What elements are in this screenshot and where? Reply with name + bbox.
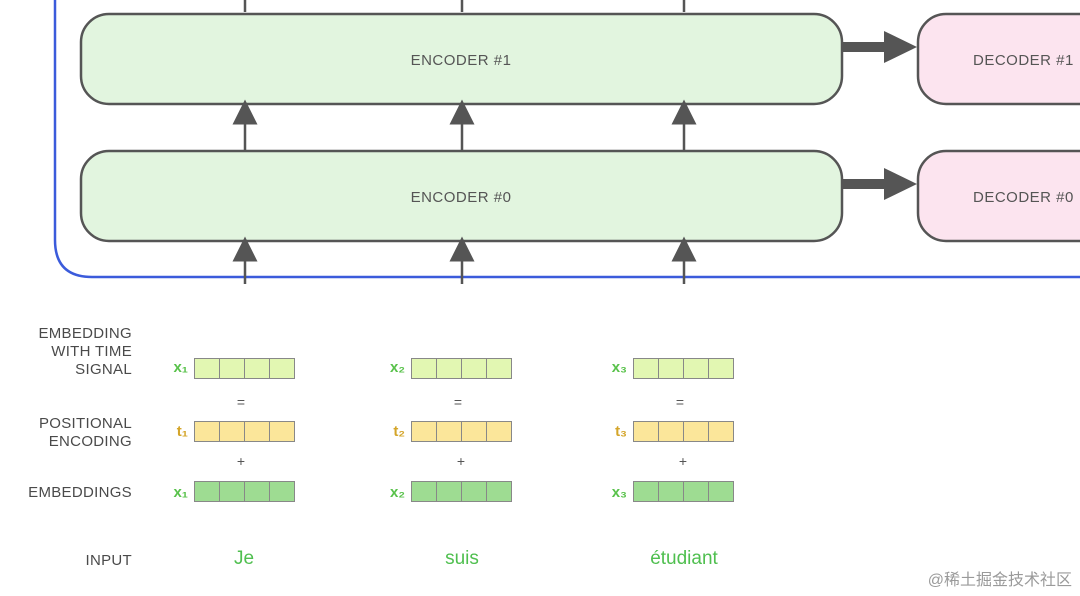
decoder-0-label: DECODER #0 [973, 189, 1074, 206]
t1-label: t₁ [176, 423, 188, 440]
positional-vector-2 [411, 421, 512, 442]
embedding-vector-2 [411, 481, 512, 502]
label-embedding-with-time-signal: EMBEDDING WITH TIME SIGNAL [38, 325, 132, 379]
equals-sign-1: = [236, 394, 246, 410]
decoder-0-box [916, 149, 1080, 243]
time-signal-vector-1 [194, 358, 295, 379]
x1-label: x₁ [173, 359, 188, 376]
equals-sign-2: = [453, 394, 463, 410]
embedding-vector-1 [194, 481, 295, 502]
time-signal-vector-2 [411, 358, 512, 379]
label-line: SIGNAL [75, 361, 132, 378]
x3-embedding-label: x₃ [611, 484, 627, 501]
encoder-1-label: ENCODER #1 [411, 52, 512, 69]
x2-embedding-label: x₂ [389, 484, 405, 501]
positional-vector-1 [194, 421, 295, 442]
decoder-1-label: DECODER #1 [973, 52, 1074, 69]
x2-label: x₂ [389, 359, 405, 376]
plus-sign-3: + [678, 453, 688, 469]
label-line: WITH TIME [51, 343, 132, 360]
label-embeddings: EMBEDDINGS [28, 484, 132, 501]
equals-sign-3: = [675, 394, 685, 410]
embedding-vector-3 [633, 481, 734, 502]
positional-vector-3 [633, 421, 734, 442]
x3-label: x₃ [611, 359, 627, 376]
watermark: @稀土掘金技术社区 [927, 572, 1072, 589]
plus-sign-2: + [456, 453, 466, 469]
input-word-2: suis [445, 548, 479, 569]
label-positional-encoding: POSITIONAL ENCODING [39, 415, 132, 451]
label-line: EMBEDDING [38, 325, 132, 342]
encoder-0-to-decoder-0-arrow [842, 168, 917, 200]
plus-sign-1: + [236, 453, 246, 469]
encoder-stack-frame [53, 0, 1080, 279]
encoder-1-to-decoder-1-arrow [842, 31, 917, 63]
label-line: ENCODING [48, 433, 132, 450]
label-input: INPUT [85, 552, 132, 569]
time-signal-vector-3 [633, 358, 734, 379]
t3-label: t₃ [615, 423, 627, 440]
label-line: POSITIONAL [38, 415, 132, 432]
input-word-1: Je [233, 548, 255, 569]
x1-embedding-label: x₁ [173, 484, 188, 501]
t2-label: t₂ [393, 423, 405, 440]
input-word-3: étudiant [650, 548, 718, 569]
encoder-0-label: ENCODER #0 [411, 189, 512, 206]
decoder-1-box [916, 12, 1080, 106]
